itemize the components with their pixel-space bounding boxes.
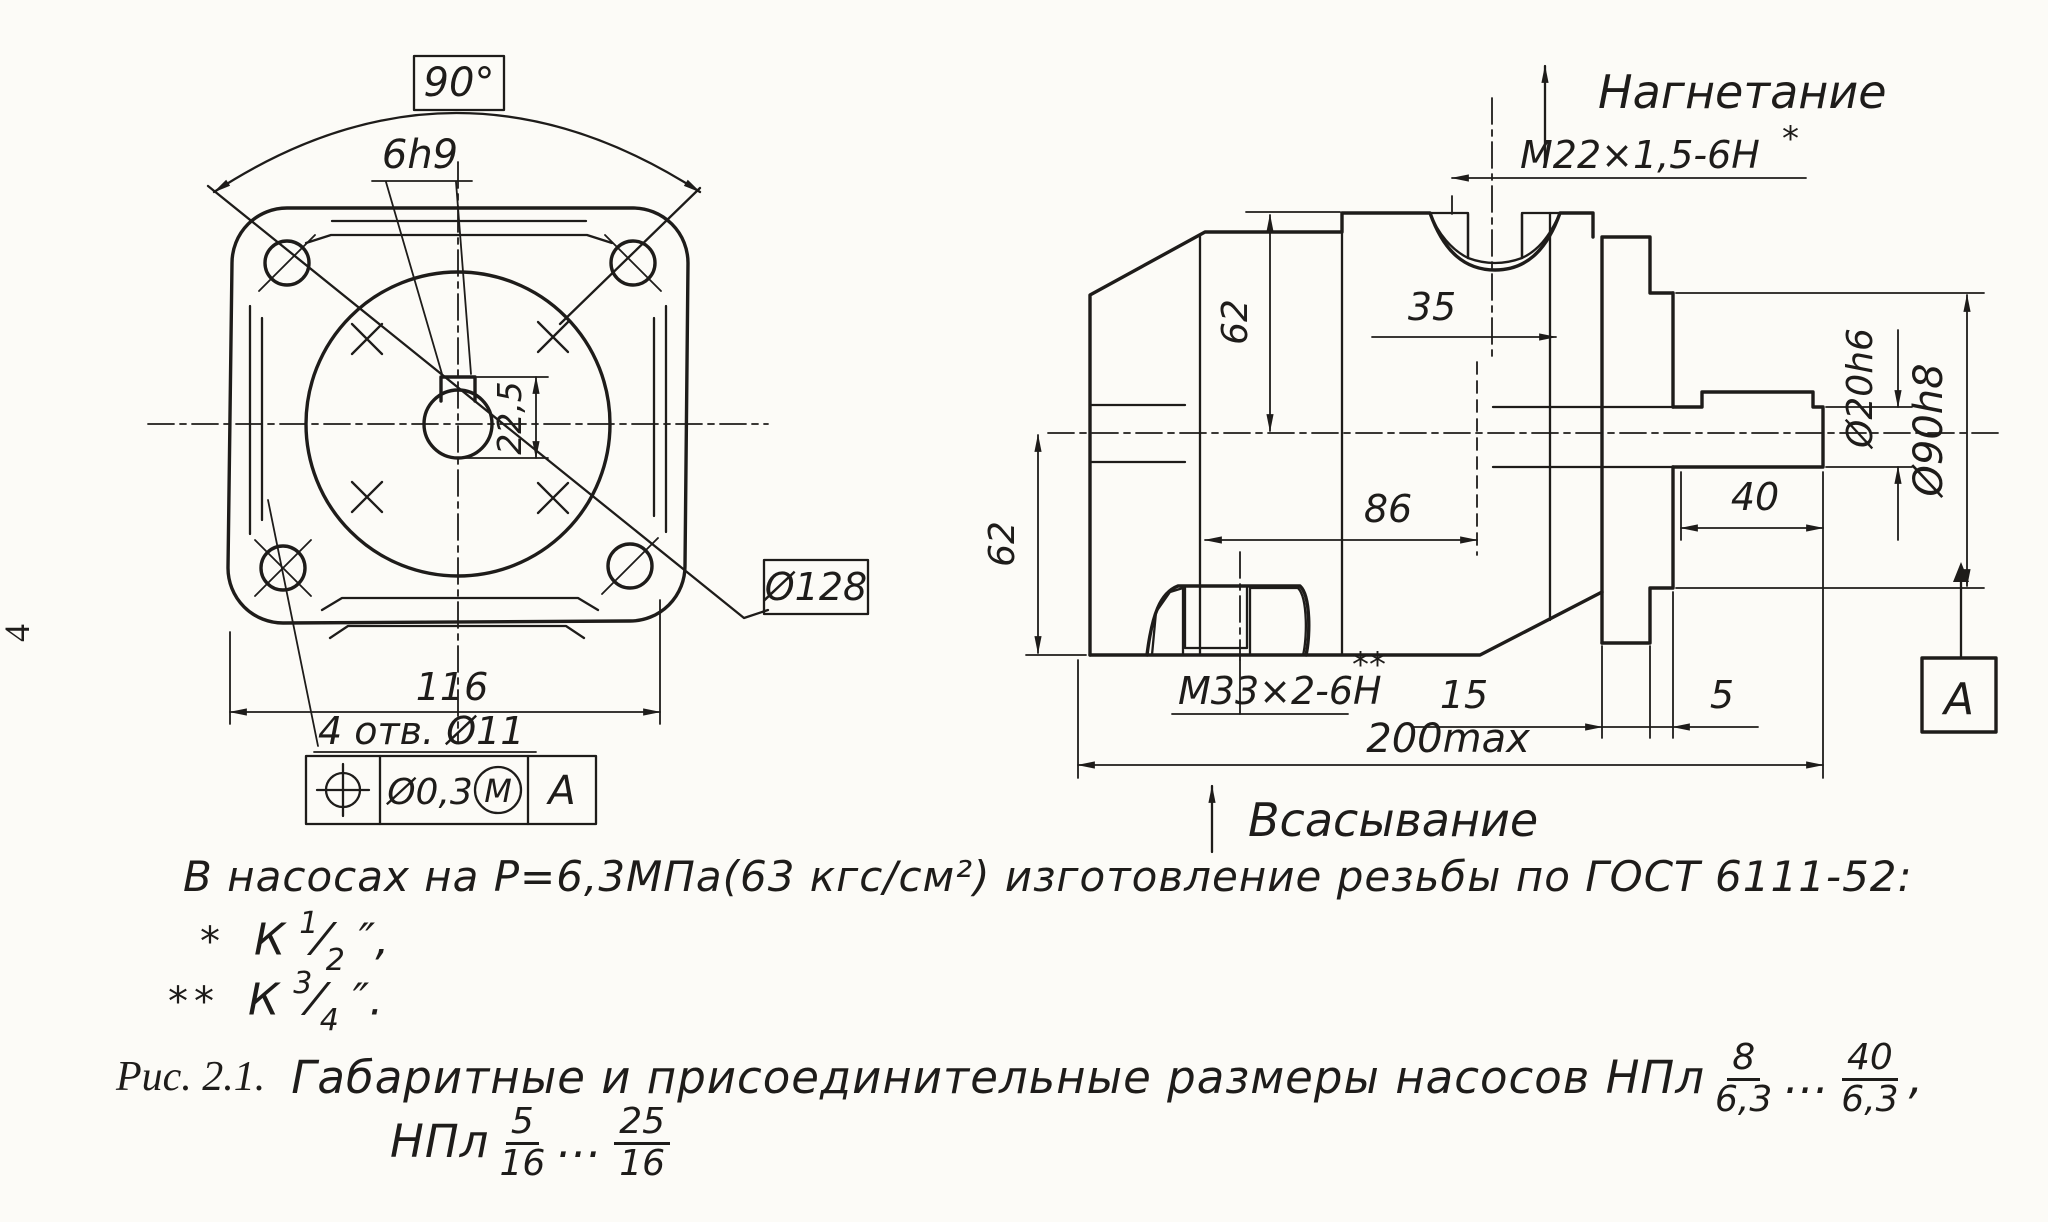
keyway-depth-label: 22,5: [490, 381, 529, 454]
shaft-hole: [422, 388, 494, 460]
keyway-leaders: [371, 180, 473, 375]
discharge-port: [1428, 97, 1562, 359]
dim-35-label: 35: [1408, 285, 1456, 329]
page-number: 4: [0, 624, 37, 642]
footnote-2: ** К 3⁄4 ″.: [168, 966, 384, 1038]
circle-x-marks: [350, 320, 570, 515]
shaft-bore-lines: [1491, 405, 1675, 469]
shaft: [1671, 390, 1825, 469]
datum-box: [1920, 656, 1998, 734]
footnote-1-num: 1: [299, 906, 319, 941]
pump-range-fraction-2: 40 6,3: [1841, 1039, 1899, 1120]
side-view: M22×1,5-6H * Нагнетание M33×2-6H ** Всас…: [982, 64, 1999, 854]
suction-thread-star: **: [1352, 645, 1386, 685]
dim-86-label: 86: [1364, 487, 1412, 531]
flange-lower: [1600, 291, 1675, 645]
mmc-modifier-icon: [473, 765, 523, 815]
dim-40-label: 40: [1731, 475, 1779, 519]
fraction-denominator: 6,3: [1715, 1078, 1773, 1120]
fraction-denominator: 6,3: [1841, 1078, 1899, 1120]
footnote-2-star: **: [168, 978, 220, 1025]
caption-dots: …: [557, 1114, 603, 1168]
tolerance-datum: A: [545, 768, 575, 814]
angle-label: 90°: [424, 60, 495, 106]
figure-caption-line2: НПл 5 16 … 25 16: [390, 1102, 680, 1184]
tolerance-frame: Ø0,3 M A: [304, 754, 598, 826]
caption-comma: ,: [1908, 1050, 1924, 1104]
front-view: 90° 6h9 22,5 Ø128 116 4 отв. Ø11 Ø0,3 M: [147, 54, 870, 826]
flange-upper: [1600, 235, 1675, 645]
flange-left-inner-edge: [248, 304, 264, 536]
hole-spacing-label: 116: [416, 665, 489, 709]
fraction-slash: ⁄: [312, 974, 320, 1026]
holes-note-label: 4 отв. Ø11: [318, 709, 524, 753]
dim-62-top-label: 62: [1215, 299, 1256, 345]
caption-dots: …: [1784, 1050, 1830, 1104]
dim-15-label: 15: [1440, 673, 1488, 717]
tolerance-value: Ø0,3: [385, 772, 473, 813]
circle-dia-box: [762, 558, 870, 616]
bolt-diagonal-line2: [558, 186, 702, 326]
footnote-1-star: *: [200, 918, 226, 965]
angle-arc: [212, 111, 702, 194]
flange-outline: [226, 206, 690, 625]
suction-thread-label: M33×2-6H: [1178, 669, 1382, 713]
fraction-numerator: 8: [1727, 1039, 1761, 1081]
shaft-dia-label: Ø20h6: [1840, 328, 1881, 450]
spigot-dia-label: Ø90h8: [1906, 363, 1952, 498]
circle-dia-label: Ø128: [763, 565, 867, 609]
position-tolerance-icon: [315, 762, 371, 818]
suction-label: Всасывание: [1248, 793, 1538, 847]
fraction-numerator: 40: [1842, 1039, 1898, 1081]
discharge-label: Нагнетание: [1598, 65, 1887, 119]
footnote-2-letter: К: [248, 974, 280, 1026]
keyway-label: 6h9: [382, 132, 458, 178]
flange-right-inner-edge: [652, 304, 668, 534]
fraction-slash: ⁄: [318, 914, 326, 966]
internal-bore-left: [1088, 403, 1187, 464]
fraction-numerator: 25: [614, 1103, 671, 1145]
footnote-1-letter: К: [254, 914, 286, 966]
thread-note: В насосах на Р=6,3МПа(63 кгс/см²) изгото…: [183, 852, 1913, 901]
caption-text: Габаритные и присоединительные размеры н…: [291, 1050, 1706, 1104]
bolt-diagonal-line: [206, 184, 770, 620]
bolt-holes: [254, 234, 662, 597]
suction-port: [1145, 551, 1311, 715]
figure-number: Рис. 2.1.: [116, 1054, 266, 1101]
body-bottom: [1088, 590, 1604, 657]
pump-range-fraction-3: 5 16: [499, 1103, 546, 1184]
flange-top-inner-edge2: [304, 233, 614, 245]
flange-bottom-bar1: [320, 596, 600, 612]
footnote-2-num: 3: [293, 966, 313, 1001]
datum-label: A: [1941, 674, 1974, 725]
footnote-1: * К 1⁄2 ″,: [200, 906, 390, 978]
discharge-thread-label: M22×1,5-6H: [1520, 133, 1760, 177]
fraction-numerator: 5: [505, 1103, 539, 1145]
footnote-2-suffix: ″.: [352, 974, 384, 1026]
holes-note-leader: [267, 499, 537, 753]
footnote-1-den: 2: [325, 943, 345, 979]
pump-range-fraction-1: 8 6,3: [1715, 1039, 1773, 1120]
fraction-denominator: 16: [499, 1142, 546, 1184]
footnote-1-suffix: ″,: [358, 914, 390, 966]
flange-bottom-bar2: [328, 624, 586, 640]
dim-5-label: 5: [1710, 673, 1734, 717]
tolerance-modifier: M: [484, 772, 512, 810]
figure-caption-line1: Рис. 2.1. Габаритные и присоединительные…: [116, 1038, 1924, 1120]
discharge-thread-star: *: [1782, 119, 1799, 159]
dim-62-left-label: 62: [982, 521, 1023, 567]
dim-200-label: 200max: [1366, 716, 1530, 762]
keyway-slot: [439, 375, 477, 403]
caption-line2-prefix: НПл: [390, 1114, 490, 1168]
fraction-denominator: 16: [619, 1142, 666, 1184]
pilot-circle: [304, 270, 612, 578]
pump-range-fraction-4: 25 16: [614, 1103, 671, 1184]
angle-box: [412, 54, 506, 112]
footnote-2-den: 4: [319, 1003, 339, 1039]
datum-triangle-icon: [1953, 562, 1969, 582]
